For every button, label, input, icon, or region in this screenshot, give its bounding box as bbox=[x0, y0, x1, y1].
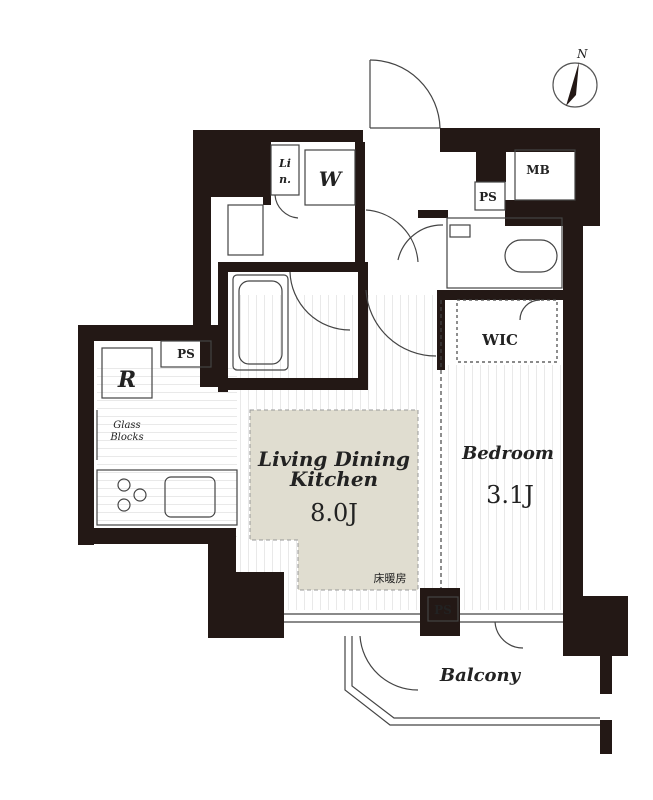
linen-label-line1: Li bbox=[278, 157, 291, 170]
refrigerator-label: R bbox=[117, 367, 136, 393]
bedroom-floor bbox=[445, 365, 563, 610]
kitchen-floor bbox=[97, 368, 237, 538]
pipe-space-label-balcony: PS bbox=[434, 603, 452, 617]
floor-heating-label: 床暖房 bbox=[374, 571, 407, 585]
walls bbox=[78, 128, 628, 754]
glass-blocks-line2: Blocks bbox=[109, 432, 143, 443]
meter-box-label: MB bbox=[526, 163, 549, 177]
glass-blocks-line1: Glass bbox=[113, 420, 140, 431]
north-compass-icon: N bbox=[552, 47, 598, 108]
pipe-space-label-kitchen: PS bbox=[177, 347, 195, 361]
ldk-size: 8.0J bbox=[310, 499, 358, 527]
north-label: N bbox=[576, 47, 588, 61]
linen-label-line2: n. bbox=[279, 173, 291, 186]
ldk-name-line2: Kitchen bbox=[289, 467, 378, 491]
ldk-highlight bbox=[249, 409, 419, 591]
wic-floor bbox=[457, 300, 560, 362]
pipe-space-label-entry: PS bbox=[479, 190, 497, 204]
washer-label: W bbox=[319, 167, 344, 191]
bedroom-name: Bedroom bbox=[461, 443, 554, 464]
balcony-label: Balcony bbox=[439, 665, 522, 686]
entry-hall-floor bbox=[366, 210, 440, 290]
ldk-name-line1: Living Dining bbox=[257, 447, 410, 471]
wic-label: WIC bbox=[481, 331, 518, 349]
fixtures bbox=[96, 59, 600, 726]
bedroom-size: 3.1J bbox=[486, 481, 534, 509]
